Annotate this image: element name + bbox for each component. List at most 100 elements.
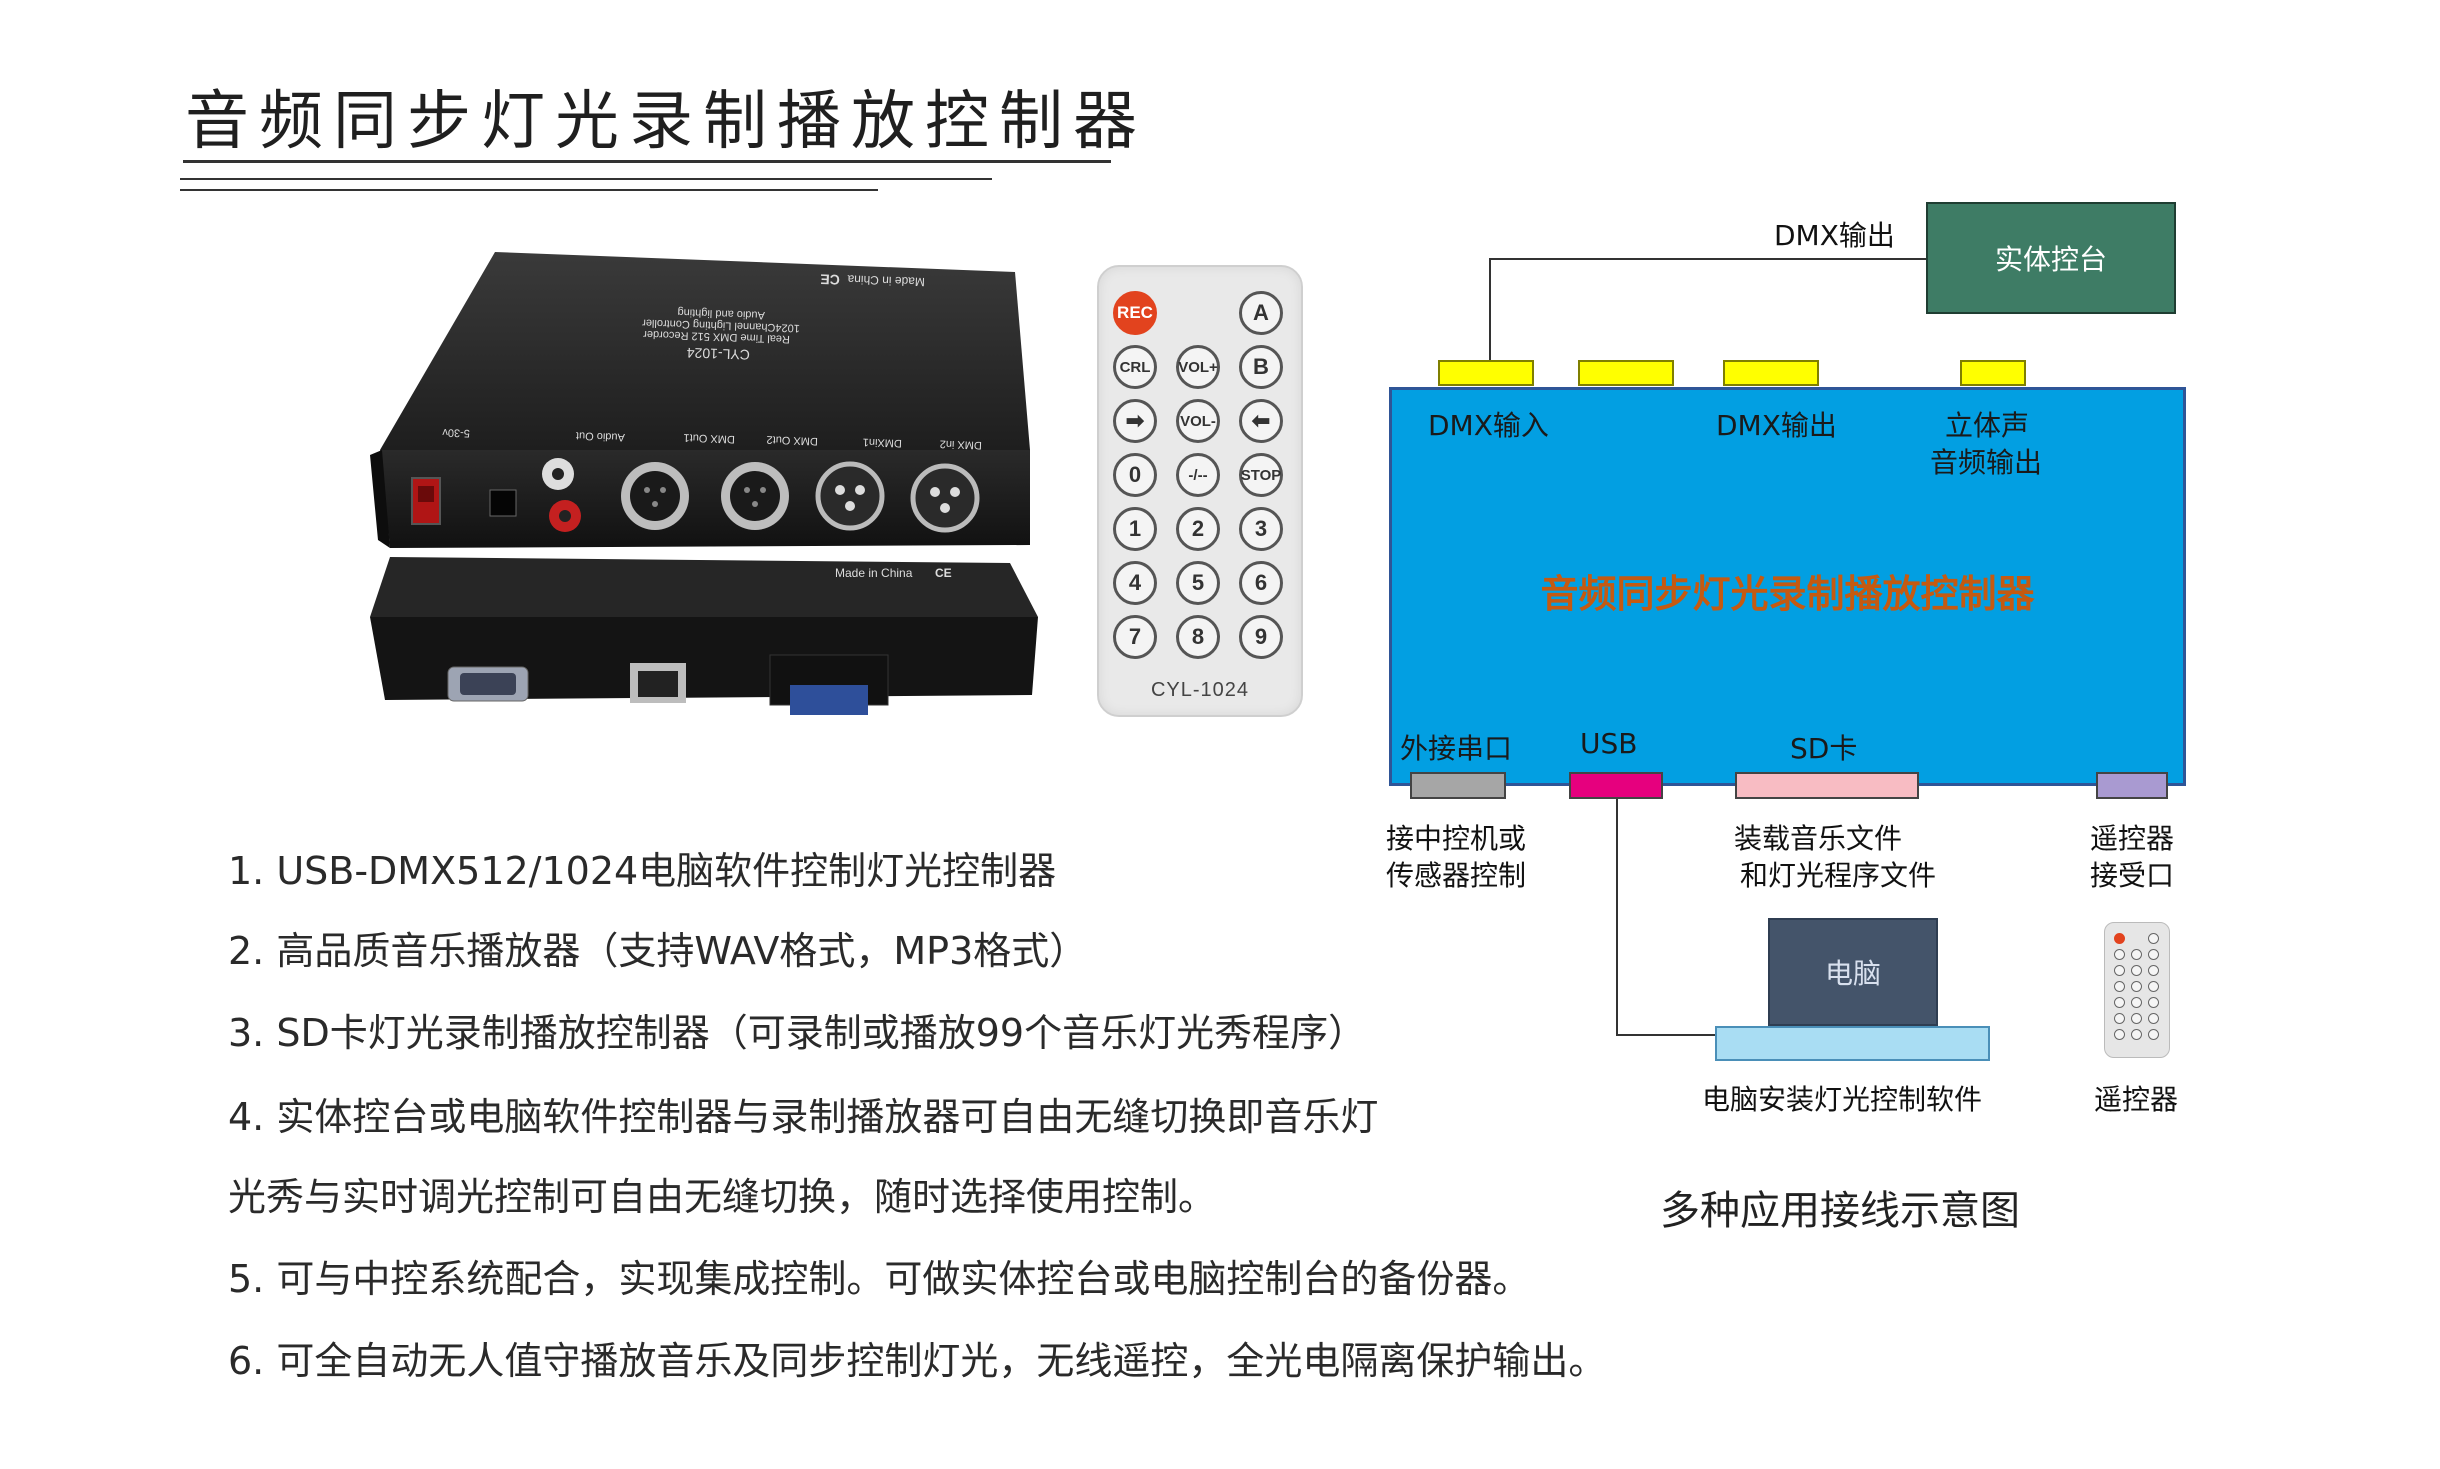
device-made-in-label: Made in China — [847, 272, 925, 289]
label-serial-port: 外接串口 — [1400, 732, 1513, 765]
mini-remote-button — [2114, 997, 2125, 1008]
remote-button: B — [1239, 345, 1283, 389]
port-dmx-in — [1438, 360, 1534, 386]
mini-remote-button — [2131, 949, 2142, 960]
mini-remote-button — [2131, 997, 2142, 1008]
remote-button: -/-- — [1176, 453, 1220, 497]
physical-console-box: 实体控台 — [1926, 202, 2176, 314]
usb-wire-horizontal — [1616, 1034, 1716, 1036]
mini-remote-button — [2131, 981, 2142, 992]
label-sd-desc-line2: 和灯光程序文件 — [1740, 859, 1937, 892]
remote-button: VOL- — [1176, 399, 1220, 443]
label-stereo-line1: 立体声 — [1945, 409, 2030, 442]
feature-item-2: 2. 高品质音乐播放器（支持WAV格式，MP3格式） — [228, 929, 1088, 973]
port-sd — [1735, 772, 1919, 799]
dmx-output-wire-label: DMX输出 — [1774, 219, 1895, 252]
dmx-output-wire-vertical — [1489, 258, 1491, 362]
port-dmx-out — [1578, 360, 1674, 386]
label-dmx-in: DMX输入 — [1428, 409, 1549, 442]
computer-screen: 电脑 — [1768, 918, 1938, 1026]
mini-remote-button — [2131, 965, 2142, 976]
label-serial-desc-line1: 接中控机或 — [1386, 822, 1527, 855]
usb-wire-vertical — [1616, 799, 1618, 1035]
device-port-label: DMXin1 — [863, 436, 903, 449]
computer-caption: 电脑安装灯光控制软件 — [1702, 1083, 1983, 1116]
remote-button: ⬅ — [1239, 399, 1283, 443]
remote-button: 3 — [1239, 507, 1283, 551]
controller-main-box — [1389, 387, 2186, 786]
port-dmx-out-2 — [1723, 360, 1819, 386]
feature-item-4-continued: 光秀与实时调光控制可自由无缝切换，随时选择使用控制。 — [228, 1175, 1217, 1219]
device-port-label: 5-30v — [442, 426, 470, 439]
label-dmx-out: DMX输出 — [1716, 409, 1837, 442]
dmx-output-wire-horizontal — [1489, 258, 1926, 260]
device-port-label: Audio Out — [576, 429, 625, 443]
remote-button: 1 — [1113, 507, 1157, 551]
device-back-made-in-label: Made in China — [835, 566, 913, 580]
device-desc-line1: Audio and lighting — [677, 306, 765, 321]
feature-item-3: 3. SD卡灯光录制播放控制器（可录制或播放99个音乐灯光秀程序） — [228, 1011, 1367, 1055]
port-serial — [1410, 772, 1506, 799]
remote-button: 9 — [1239, 615, 1283, 659]
feature-item-1: 1. USB-DMX512/1024电脑软件控制灯光控制器 — [228, 849, 1057, 893]
remote-caption: 遥控器 — [2094, 1083, 2179, 1116]
port-stereo-audio — [1960, 360, 2026, 386]
label-sd-desc-line1: 装载音乐文件 — [1734, 822, 1903, 855]
mini-remote-button — [2114, 1013, 2125, 1024]
label-ir-desc-line2: 接受口 — [2090, 859, 2175, 892]
device-back-ce-mark: CE — [935, 566, 952, 580]
title-underline — [183, 160, 1111, 163]
device-model-label: CYL-1024 — [686, 345, 750, 363]
port-ir-receiver — [2096, 772, 2168, 799]
remote-button: REC — [1113, 291, 1157, 335]
label-serial-desc-line2: 传感器控制 — [1386, 859, 1527, 892]
controller-main-label: 音频同步灯光录制播放控制器 — [1540, 572, 2035, 616]
device-port-label: DMX Out1 — [683, 431, 735, 445]
label-sd-port: SD卡 — [1790, 732, 1858, 765]
device-desc-line2: 1024Channel Lighting Controller — [642, 316, 800, 334]
device-ce-mark: CE — [820, 271, 840, 288]
remote-button: ➡ — [1113, 399, 1157, 443]
device-back-panel-image: Made in China CE — [370, 557, 1038, 715]
diagram-caption: 多种应用接线示意图 — [1660, 1188, 2020, 1234]
mini-remote-button — [2148, 981, 2159, 992]
title-rule-2 — [180, 189, 878, 191]
port-usb — [1569, 772, 1663, 799]
remote-button: 0 — [1113, 453, 1157, 497]
label-stereo-line2: 音频输出 — [1930, 446, 2043, 479]
title-rule-1 — [180, 178, 992, 180]
mini-remote-button — [2114, 1029, 2125, 1040]
device-desc-line3: Real Time DMX 512 Recorder — [643, 328, 790, 345]
remote-button: 6 — [1239, 561, 1283, 605]
remote-button: 4 — [1113, 561, 1157, 605]
mini-remote-button — [2131, 1013, 2142, 1024]
remote-button: 7 — [1113, 615, 1157, 659]
label-ir-desc-line1: 遥控器 — [2090, 822, 2175, 855]
mini-remote-button — [2114, 949, 2125, 960]
mini-remote-button — [2114, 981, 2125, 992]
device-port-label: DMX in2 — [940, 438, 983, 451]
feature-item-4: 4. 实体控台或电脑软件控制器与录制播放器可自由无缝切换即音乐灯 — [228, 1095, 1379, 1139]
computer-base — [1715, 1026, 1990, 1061]
remote-button: STOP — [1239, 453, 1283, 497]
mini-remote-button — [2148, 997, 2159, 1008]
feature-item-5: 5. 可与中控系统配合，实现集成控制。可做实体控台或电脑控制台的备份器。 — [228, 1257, 1531, 1301]
remote-button: 5 — [1176, 561, 1220, 605]
remote-button: 8 — [1176, 615, 1220, 659]
mini-remote-button — [2148, 965, 2159, 976]
label-usb-port: USB — [1580, 727, 1638, 760]
mini-remote-button — [2148, 933, 2159, 944]
mini-remote-icon — [2104, 922, 2170, 1058]
device-top-panel-image: Made in China CE CYL-1024 Audio and ligh… — [370, 252, 1030, 548]
feature-item-6: 6. 可全自动无人值守播放音乐及同步控制灯光，无线遥控，全光电隔离保护输出。 — [228, 1339, 1607, 1383]
remote-button: VOL+ — [1176, 345, 1220, 389]
mini-remote-button — [2114, 965, 2125, 976]
mini-remote-button — [2148, 1029, 2159, 1040]
mini-remote-button — [2148, 949, 2159, 960]
remote-model-label: CYL-1024 — [1150, 679, 1250, 701]
remote-button: 2 — [1176, 507, 1220, 551]
remote-button: CRL — [1113, 345, 1157, 389]
mini-remote-button — [2114, 933, 2125, 944]
